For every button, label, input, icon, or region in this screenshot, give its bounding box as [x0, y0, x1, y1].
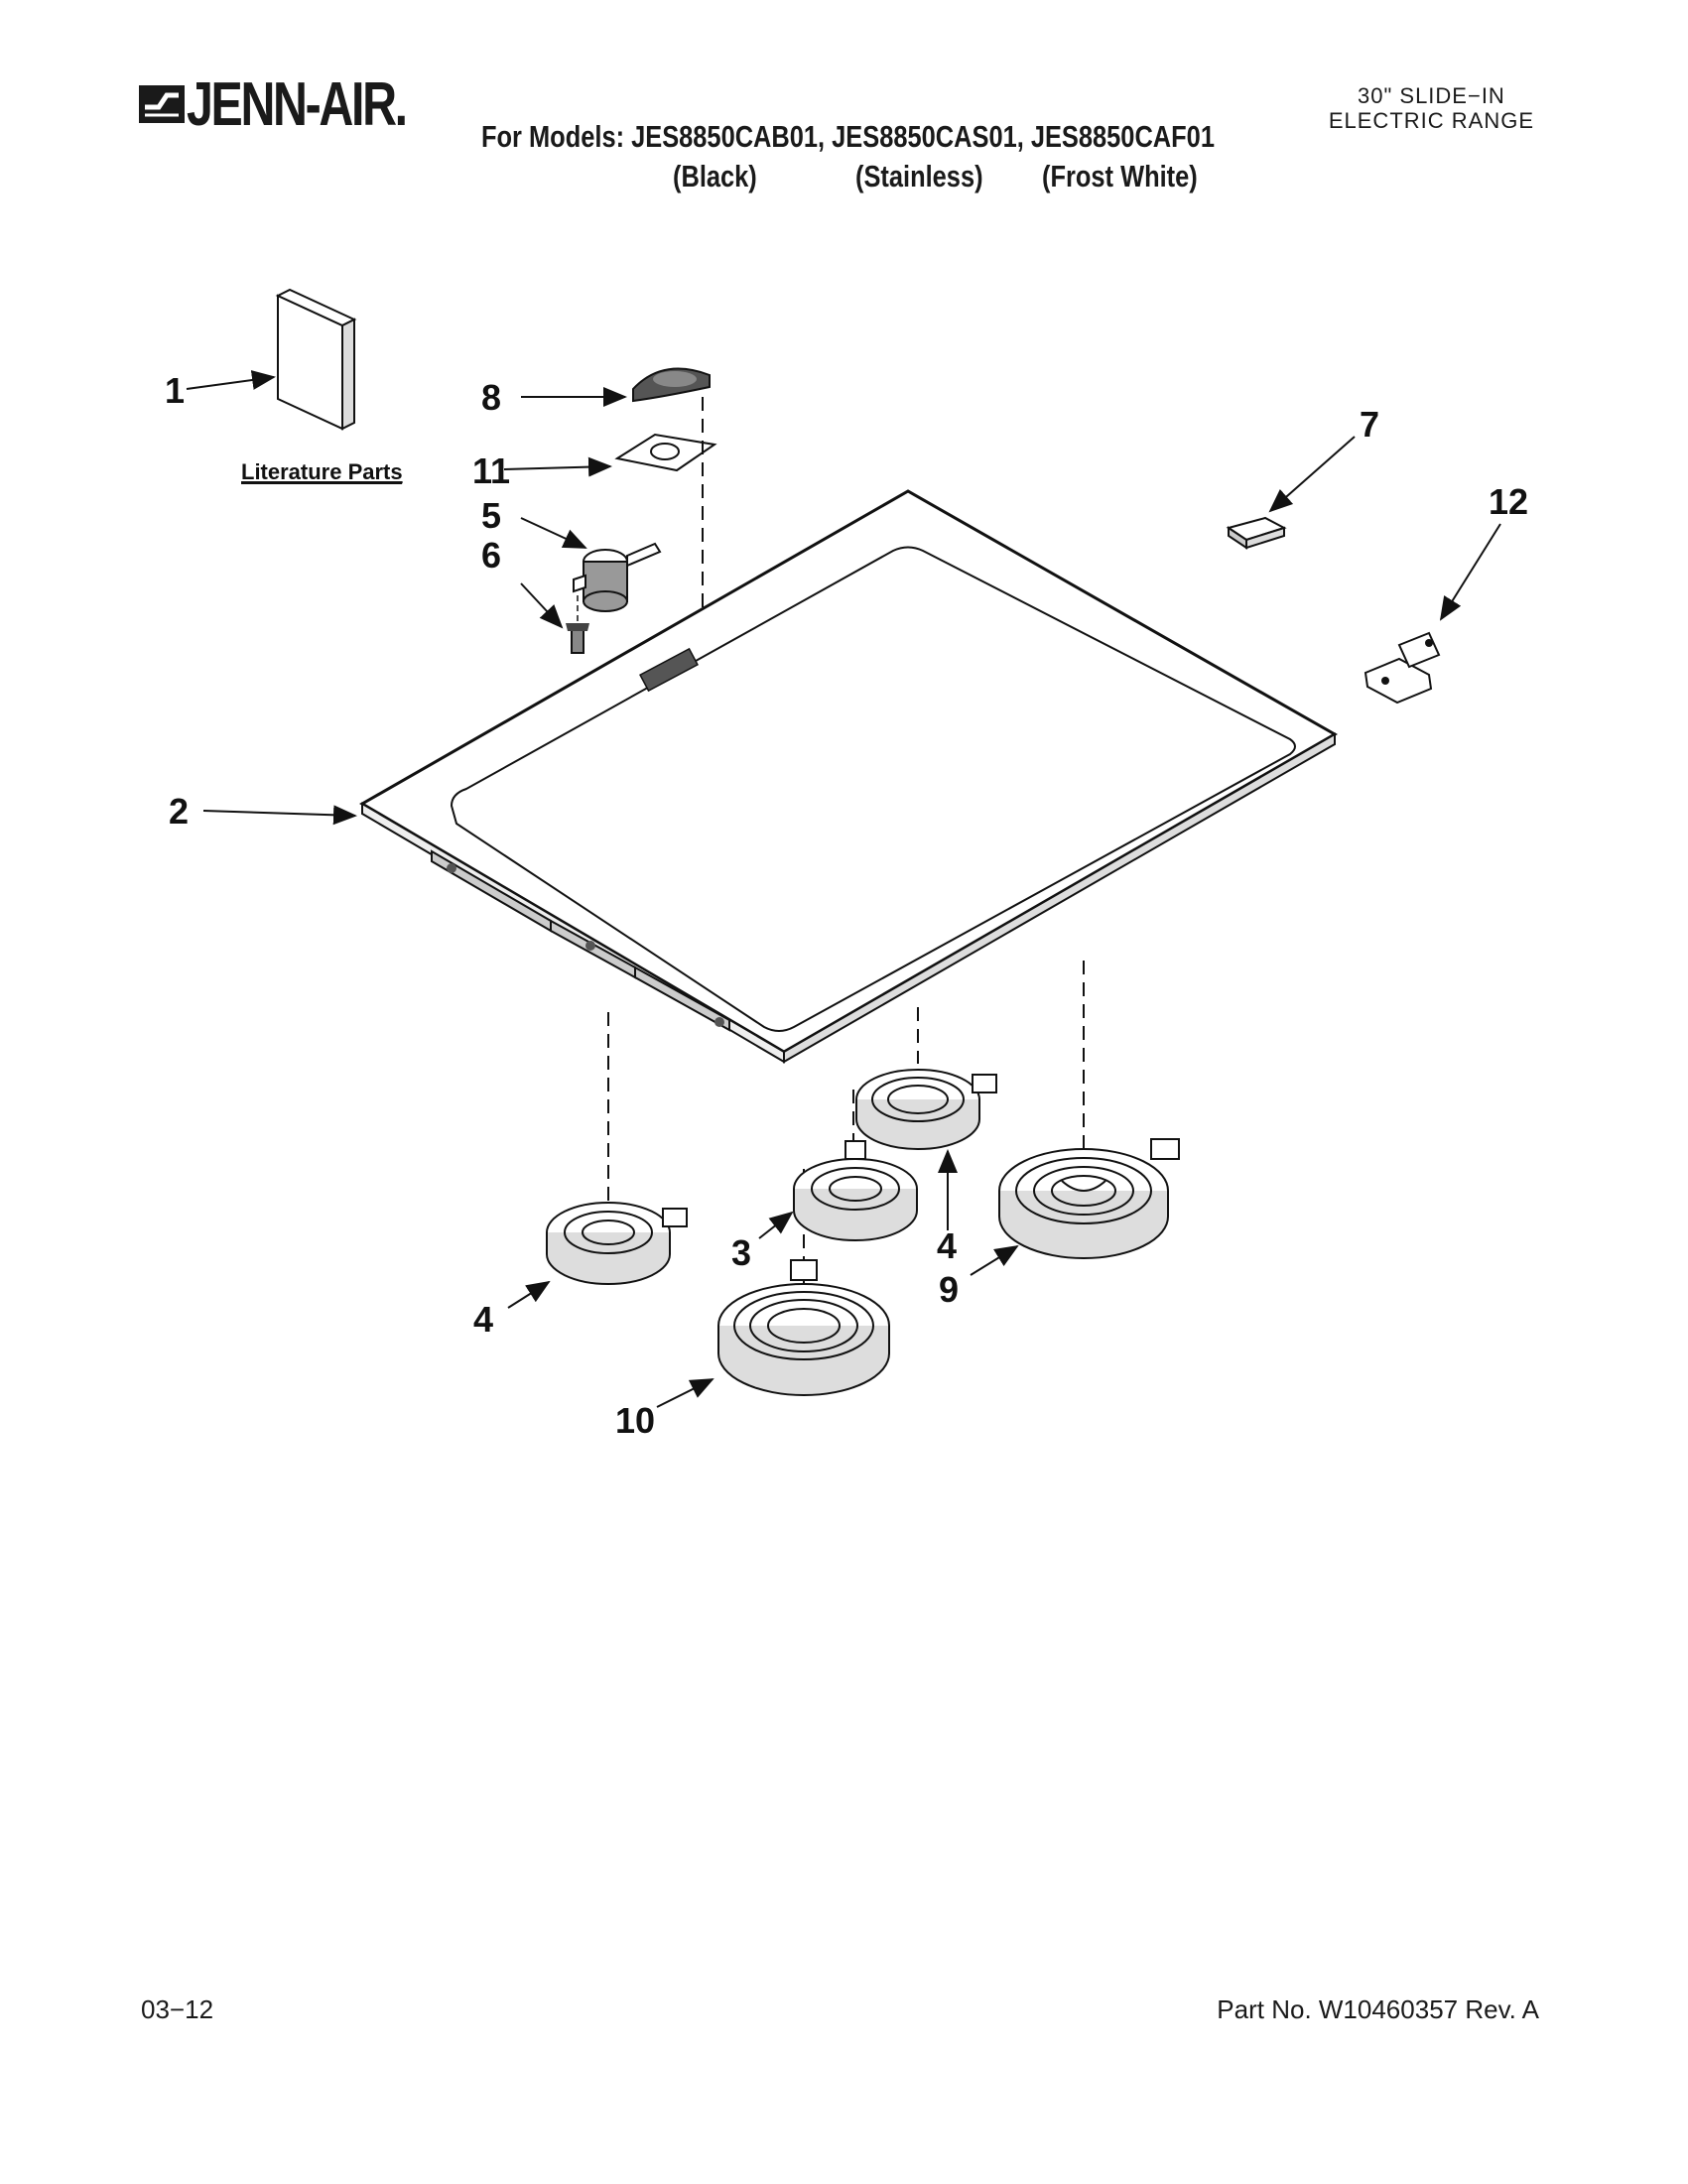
brand-name: JENN-AIR. — [187, 70, 408, 139]
limit-switch — [573, 542, 662, 612]
models-line: For Models: JES8850CAB01, JES8850CAS01, … — [481, 119, 1215, 154]
surface-element-large-front — [717, 1259, 890, 1396]
pad — [1226, 516, 1287, 550]
callout-8: 8 — [481, 377, 501, 418]
callout-3: 3 — [731, 1232, 751, 1273]
callout-9: 9 — [939, 1269, 959, 1310]
callout-11: 11 — [472, 450, 510, 491]
callout-12: 12 — [1489, 481, 1528, 522]
finish-frost-white: (Frost White) — [1042, 159, 1198, 193]
cooktop-glass — [359, 489, 1339, 1064]
callout-1: 1 — [165, 370, 185, 411]
callout-6: 6 — [481, 535, 501, 576]
screw — [566, 623, 589, 654]
callout-4-lower: 4 — [473, 1299, 493, 1340]
vent-trim — [632, 367, 711, 403]
product-line-1: 30" SLIDE−IN — [1358, 83, 1505, 108]
gasket-plate — [614, 433, 717, 472]
finish-stainless: (Stainless) — [855, 159, 983, 193]
finish-black: (Black) — [673, 159, 757, 193]
brand-logo-mark-icon — [139, 85, 185, 123]
literature-parts-label: Literature Parts — [241, 459, 403, 484]
surface-element-small-front — [546, 1202, 688, 1285]
surface-element-large-coil — [998, 1138, 1180, 1259]
bracket — [1363, 631, 1441, 705]
part-number: Part No. W10460357 Rev. A — [1217, 1994, 1539, 2024]
callout-2: 2 — [169, 791, 189, 832]
surface-element-small-rear — [855, 1069, 997, 1150]
brand-logo: JENN-AIR. — [139, 67, 476, 143]
literature-book — [275, 288, 357, 431]
product-type: 30" SLIDE−IN ELECTRIC RANGE — [1329, 83, 1534, 133]
callout-7: 7 — [1360, 404, 1379, 445]
surface-element-center — [793, 1140, 918, 1241]
callout-5: 5 — [481, 495, 501, 536]
callout-4-upper: 4 — [937, 1225, 957, 1266]
product-line-2: ELECTRIC RANGE — [1328, 108, 1534, 133]
callout-10: 10 — [615, 1400, 655, 1441]
revision-date: 03−12 — [141, 1994, 214, 2024]
